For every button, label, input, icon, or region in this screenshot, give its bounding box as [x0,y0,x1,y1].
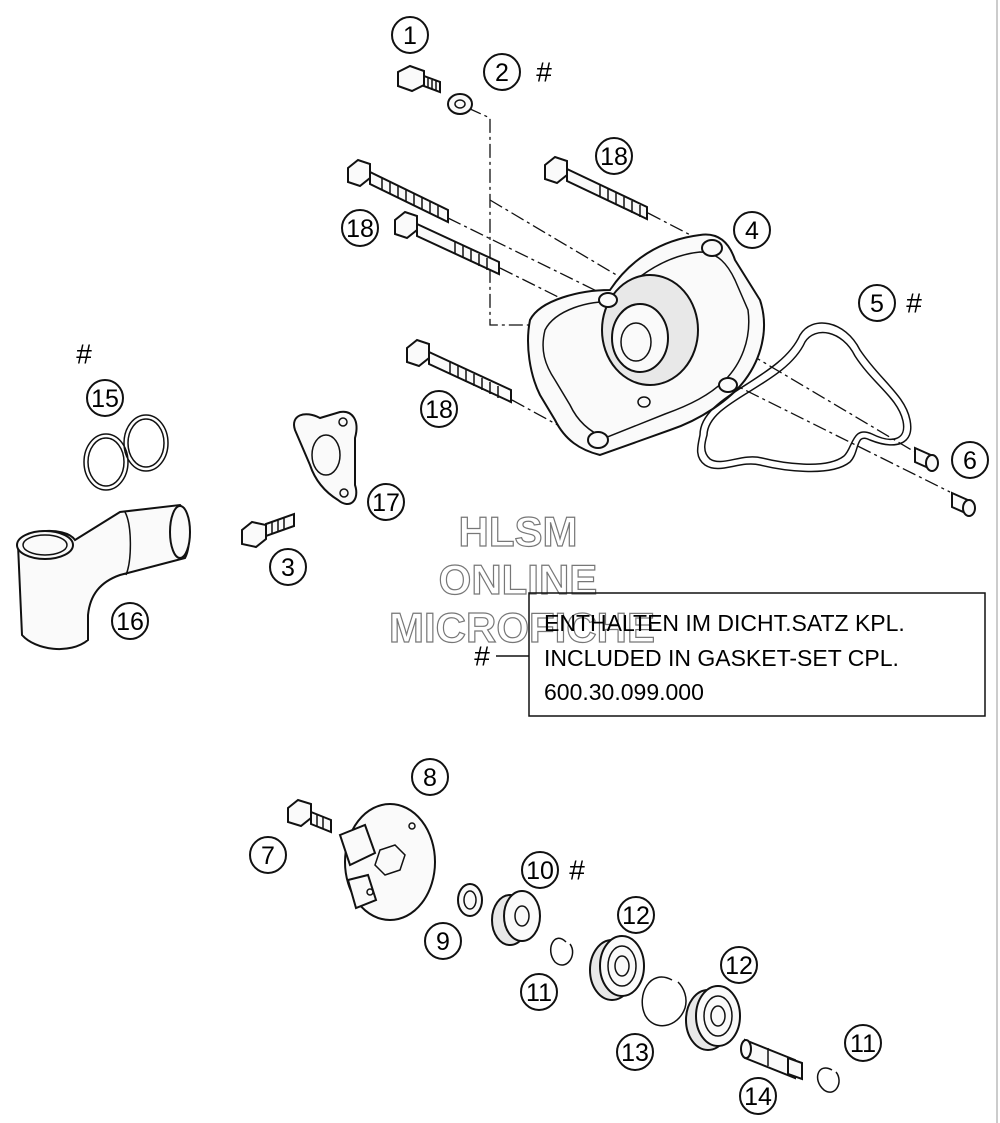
callout-7: 7 [249,836,287,874]
callout-label: 17 [372,489,400,517]
note-line-2: INCLUDED IN GASKET-SET CPL. [544,645,899,671]
part-11-circlip-b [816,1067,840,1093]
callout-11a: 11 [520,973,558,1011]
watermark-line-3: MICROFICHE [389,604,655,651]
part-16-elbow-pipe [16,503,191,651]
part-18-bolt-b [394,210,500,276]
callout-label: 7 [261,842,275,870]
part-7-bolt [287,798,332,834]
part-14-pump-shaft [740,1038,803,1081]
callout-18a: 18 [595,137,633,175]
callout-label: 18 [425,396,453,424]
watermark-line-1: HLSM [459,508,578,555]
callout-label: 14 [744,1083,772,1111]
part-15-o-rings [83,414,169,491]
callout-label: 5 [870,290,884,318]
callout-6: 6 [951,441,989,479]
callout-label: 11 [526,979,552,1007]
part-18-bolt-c [544,155,648,221]
callout-12b: 12 [720,946,758,984]
callout-label: 16 [116,608,144,636]
callout-8: 8 [411,758,449,796]
callout-5: 5 [858,284,896,322]
part-6-dowels [914,446,976,517]
part-18-bolt-a [347,158,449,224]
callout-label: 8 [423,764,437,792]
callout-3: 3 [269,548,307,586]
callout-11b: 11 [844,1024,882,1062]
hash-marker-part-10: # [569,855,585,886]
callout-label: 11 [850,1030,876,1058]
callout-label: 9 [436,928,450,956]
callout-2: 2 [483,53,521,91]
note-line-3: 600.30.099.000 [544,679,704,705]
part-8-impeller [338,803,436,921]
hash-marker-part-2: # [536,57,552,88]
part-12-bearing-a [589,935,645,1001]
part-9-seal-washer [457,883,483,917]
callout-12a: 12 [617,896,655,934]
callout-17: 17 [367,483,405,521]
hash-marker-part-5: # [906,288,922,319]
part-12-bearing-b [685,985,741,1051]
part-18-bolt-d [406,338,512,404]
part-4-pump-cover [527,233,766,457]
callout-9: 9 [424,922,462,960]
gasket-set-note: # ENTHALTEN IM DICHT.SATZ KPL. INCLUDED … [474,592,986,717]
callout-4: 4 [733,211,771,249]
watermark: HLSM ONLINE MICROFICHE [388,507,655,651]
callout-16: 16 [111,602,149,640]
part-17-gasket [293,410,358,505]
callout-18b: 18 [341,209,379,247]
part-11-circlip-a [550,937,574,966]
callout-label: 12 [725,952,753,980]
callout-14: 14 [739,1077,777,1115]
callout-label: 1 [403,22,417,50]
part-5-o-ring [696,322,912,473]
part-10-shaft-seal [491,890,541,946]
hash-marker-part-15: # [76,339,92,370]
callout-label: 12 [622,902,650,930]
callout-label: 13 [621,1039,649,1067]
note-line-1: ENTHALTEN IM DICHT.SATZ KPL. [544,610,905,636]
callout-label: 10 [526,857,554,885]
callout-15: 15 [86,379,124,417]
note-hash-marker: # [474,641,490,672]
watermark-line-2: ONLINE [439,556,598,603]
part-1-bolt [397,64,441,94]
callout-label: 15 [91,385,119,413]
callout-18c: 18 [420,390,458,428]
callout-label: 2 [495,59,509,87]
callout-label: 18 [346,215,374,243]
callout-label: 3 [281,554,295,582]
callout-label: 4 [745,217,759,245]
part-2-washer [447,93,473,115]
callout-10: 10 [521,851,559,889]
callout-label: 18 [600,143,628,171]
callout-label: 6 [963,447,977,475]
part-3-bolt [241,512,295,549]
note-box [528,592,986,717]
callout-13: 13 [616,1033,654,1071]
part-13-circlip [641,976,687,1027]
callout-1: 1 [391,16,429,54]
